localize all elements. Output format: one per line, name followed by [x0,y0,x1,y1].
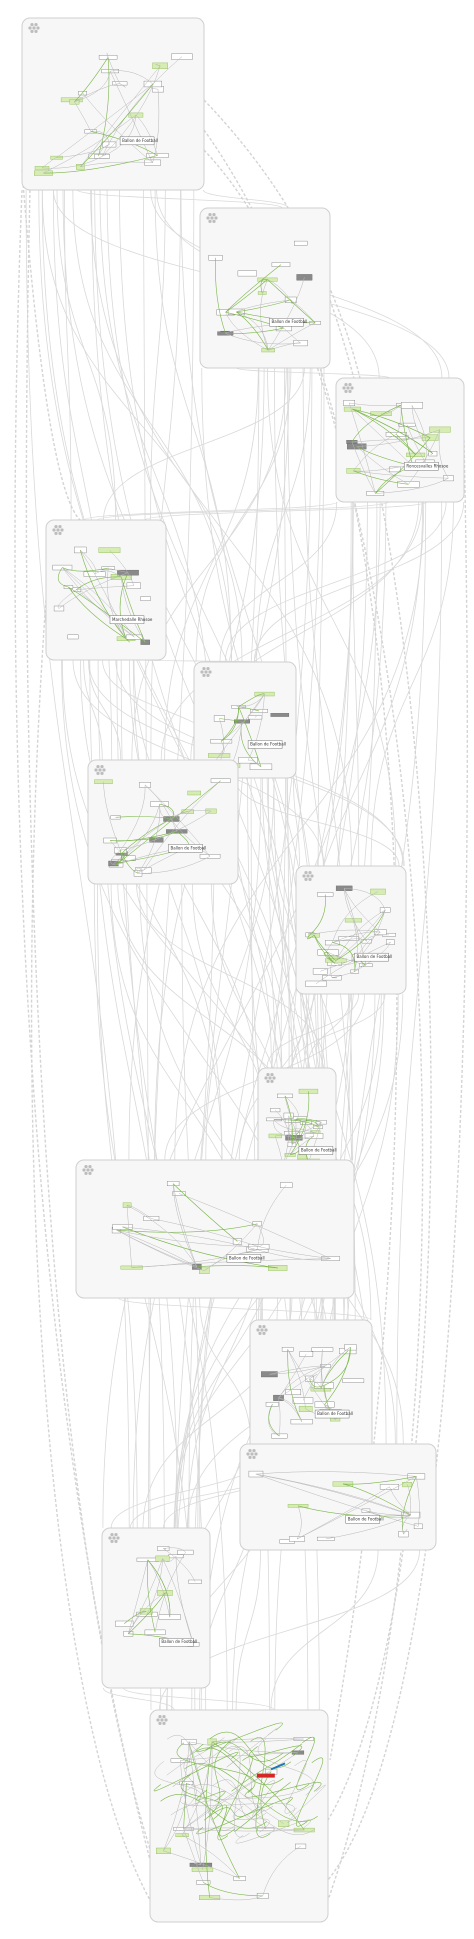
graph-node[interactable] [258,1827,274,1831]
node-label-text: Marchedalle Rhosoe [112,617,153,622]
graph-node[interactable] [278,1821,289,1827]
graph-node[interactable] [294,241,307,245]
node-label-text: Ballon de Football [229,1255,265,1260]
cluster-edge [53,190,111,760]
graph-node[interactable] [99,548,120,553]
graph-node[interactable] [150,838,164,843]
cluster-edge [237,368,390,378]
graph-node[interactable] [333,1482,353,1487]
graph-node[interactable] [371,889,386,894]
node-label-text: Ballon de Football [161,1639,197,1644]
cluster-panel-bg [46,520,166,660]
graph-node[interactable] [398,481,420,487]
node-label-text: Ballon de Football [122,138,158,143]
cluster-panel[interactable]: Ballon de Football [102,1528,210,1688]
cluster-panel[interactable]: Marchedalle Rhosoe [46,520,166,660]
graph-node[interactable] [238,271,257,276]
graph-node[interactable] [248,716,262,719]
graph-node[interactable] [145,1630,165,1635]
cluster-panel-bg [200,208,330,368]
graph-node[interactable] [234,1877,246,1881]
graph-node[interactable] [192,1868,213,1872]
node-label-text: Ballon de Football [348,1516,384,1521]
highlight-red-node[interactable] [257,1774,275,1778]
graph-node[interactable] [188,791,201,795]
cluster-panel[interactable]: Ballon de Football [240,1444,436,1550]
node-label-text: Ballon de Football [171,845,207,850]
graph-node[interactable] [343,1379,364,1383]
node-label-text: Ballon de Football [301,1148,337,1153]
node-label-text: Ballon de Football [317,1411,353,1416]
node-label-text: Ballon de Football [272,319,308,324]
graph-node[interactable] [211,779,230,783]
cluster-panel-bg [22,18,204,190]
cluster-edge [98,502,389,520]
cluster-panel[interactable]: Ballon de Football [88,760,238,884]
graph-node[interactable] [239,757,258,763]
cluster-panel[interactable]: Ballon de Football [250,1320,372,1452]
graph-node[interactable] [271,713,289,716]
cluster-edge [236,1550,260,1710]
cluster-edge [85,502,337,520]
graph-node[interactable] [157,1546,169,1550]
node-label-text: Ballon de Football [357,954,393,959]
cluster-edge [65,190,72,520]
inter-cluster-edges [15,100,467,1900]
graph-node[interactable] [293,1398,313,1404]
node-label-text: Ballon de Football [250,742,286,747]
cluster-edge [200,1298,251,1444]
graph-node[interactable] [399,423,416,426]
graph-node[interactable] [408,1474,425,1479]
cluster-edge [225,502,446,662]
cluster-edge [57,190,116,520]
cluster-edge [353,502,359,866]
graph-node[interactable] [291,1419,313,1424]
cluster-panel[interactable] [150,1710,328,1922]
cluster-edge [271,1550,378,1710]
cluster-panel-bg [150,1710,328,1922]
graph-node[interactable] [68,635,79,639]
graph-node[interactable] [316,1120,327,1124]
cluster-panel[interactable]: Roncesvalles Rhosoe [336,378,464,502]
outer-dashed-edge [22,170,80,520]
graph-node[interactable] [141,597,151,601]
cluster-edge [151,190,166,520]
cluster-panel[interactable]: Ballon de Football [22,18,204,190]
cluster-edge [124,1688,275,1710]
cluster-edge [133,778,261,1528]
cluster-panel[interactable]: Ballon de Football [296,866,406,994]
cluster-panel-bg [102,1528,210,1688]
cluster-panel[interactable]: Ballon de Football [76,1160,354,1298]
node-label-text: Roncesvalles Rhosoe [406,463,448,468]
cluster-edge [145,502,427,520]
graph-node[interactable] [280,1183,292,1188]
graph-node[interactable] [288,1504,308,1507]
cluster-panel[interactable]: Ballon de Football [200,208,330,368]
cluster-edge [78,190,283,208]
